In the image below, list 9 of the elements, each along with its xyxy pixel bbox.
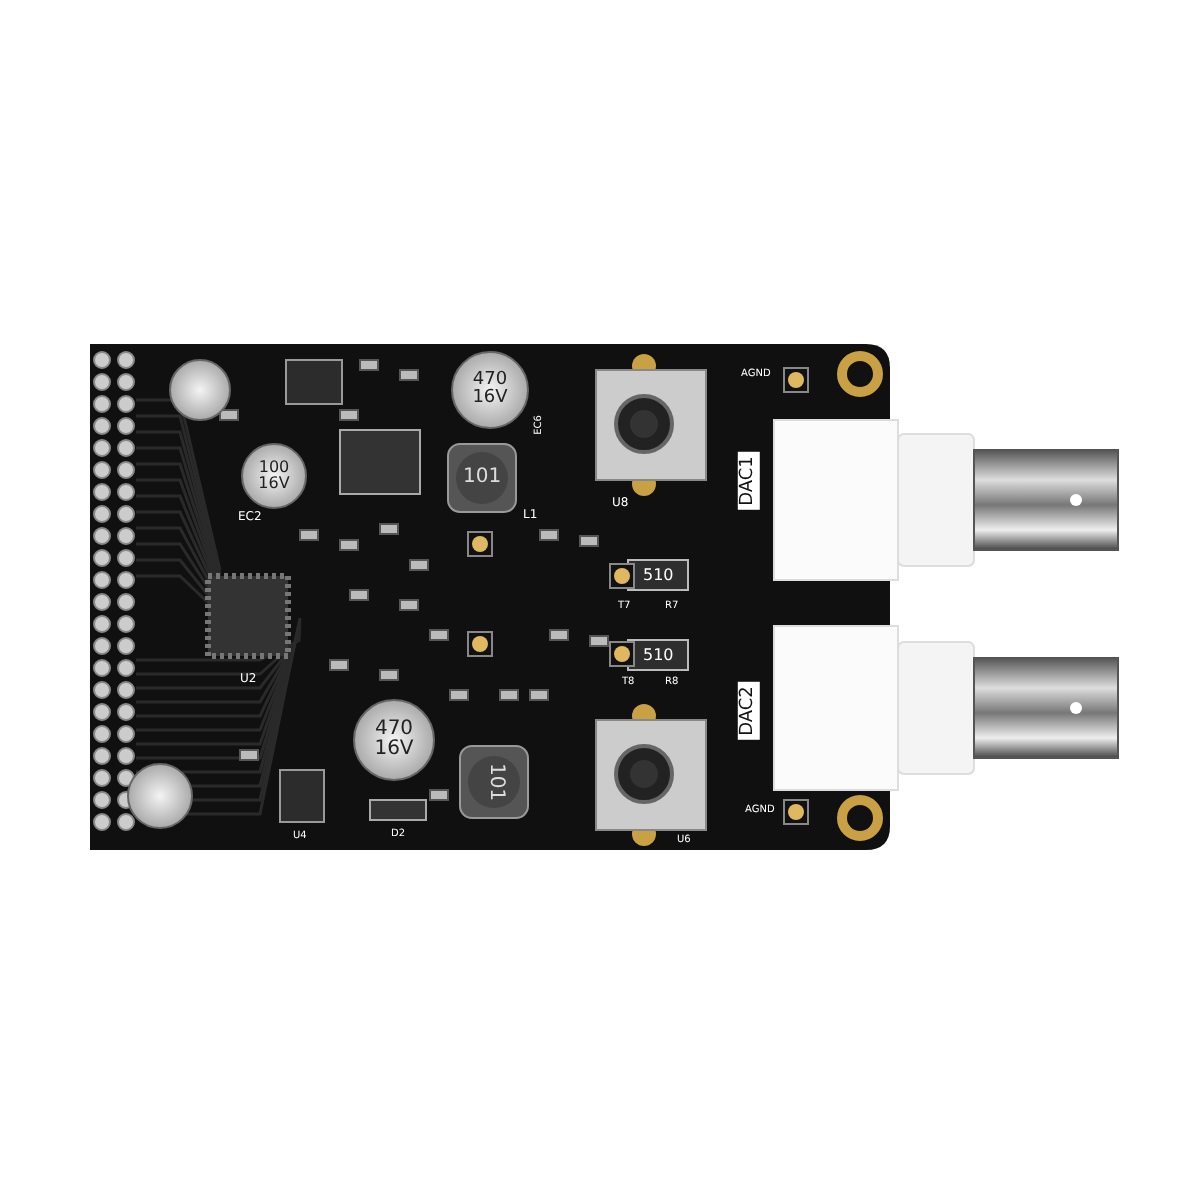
resistor-marking: 510 — [643, 648, 674, 664]
capacitor-marking: 470 16V — [470, 372, 510, 408]
inductor-marking: 101 — [463, 468, 502, 488]
inductor-marking: 101 — [484, 762, 505, 802]
capacitor-marking: 100 16V — [256, 460, 292, 492]
capacitor-marking: 470 16V — [372, 720, 416, 760]
channel-label: DAC2 — [736, 681, 759, 739]
resistor-marking: 510 — [643, 568, 674, 584]
channel-label: DAC1 — [736, 451, 759, 509]
